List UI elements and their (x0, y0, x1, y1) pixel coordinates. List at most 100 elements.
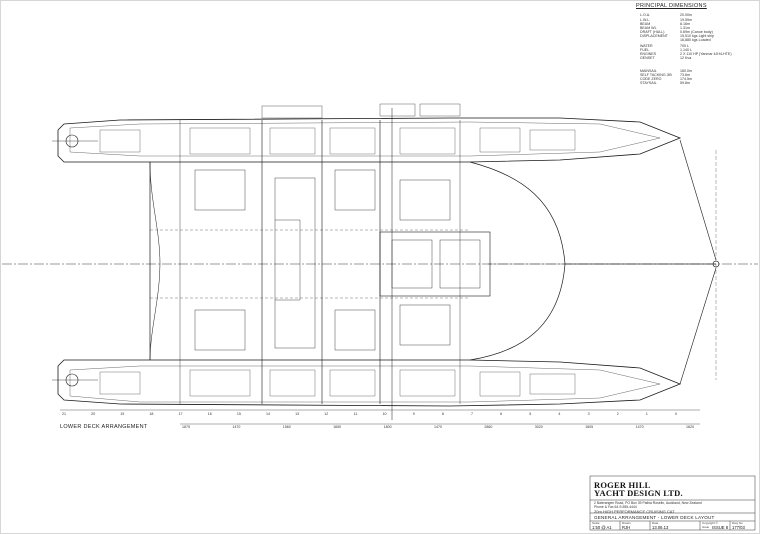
station-number: 15 (236, 412, 241, 416)
spec-value: 0.69m (Canoe body) (680, 30, 713, 34)
spec-key: DRAFT (HULL) (640, 30, 665, 34)
spec-value: 1.31m (680, 26, 690, 30)
station-number: 7 (471, 412, 473, 416)
firm-name-line1: ROGER HILL (594, 480, 651, 490)
station-number: 9 (412, 412, 415, 416)
station-number: 12 (324, 412, 329, 416)
station-number: 8 (441, 412, 444, 416)
dimension-value: 1650 (333, 425, 342, 429)
spec-row: FUEL 1,140 L (640, 48, 755, 53)
spec-value: 20.00m (680, 13, 692, 17)
dimension-value: 1605 (585, 425, 594, 429)
spec-row: CODE ZERO 174.5m (640, 77, 755, 82)
firm-contact: Phone & Fax 64-9-555-4444 (594, 505, 637, 509)
spec-row: MAINSAIL 160.0m (640, 69, 755, 74)
dimension-value: 1620 (686, 425, 694, 429)
dimension-value: 1800 (383, 425, 392, 429)
forward-beam (488, 139, 720, 385)
station-number: 3 (587, 412, 590, 416)
drawn-caption: Drawn (622, 521, 631, 525)
station-number: 19 (120, 412, 125, 416)
spec-value: 174.5m (680, 77, 692, 81)
hull-interior (99, 127, 576, 397)
spec-key: CODE ZERO (640, 77, 662, 81)
spec-value: 2 X 110 HP (Yanmar 4JH4-HTE) (680, 52, 732, 56)
dimension-value: 1470 (232, 425, 241, 429)
dimension-value: 2860 (484, 425, 493, 429)
drawn-value: RJH (622, 525, 631, 530)
spec-row: DISPLACEMENT 15,510 kgs Light ship (640, 34, 755, 39)
spec-key: GENSET (640, 56, 655, 60)
spec-key: STAYSAIL (640, 81, 657, 85)
spec-value: 19.59m (680, 18, 692, 22)
dimension-value: 1470 (434, 425, 442, 429)
spec-row: GENSET 12 Kva (640, 56, 755, 61)
spec-key: BEAM (640, 22, 651, 26)
station-number: 2 (616, 412, 619, 416)
issue-value: ISSUE 8 (712, 525, 729, 530)
spec-value: 12 Kva (680, 56, 692, 60)
spec-value: 8.16m (680, 22, 690, 26)
dimension-value: 3020 (534, 425, 543, 429)
spec-key: L.W.L. (640, 18, 651, 22)
station-number: 5 (529, 412, 532, 416)
spec-row: L.W.L. 19.59m (640, 18, 755, 23)
scale-value: 1:50 @ A1 (592, 525, 612, 530)
spec-row: BEAM 8.16m (640, 22, 755, 27)
station-number: 11 (353, 412, 358, 416)
spec-row: L.O.A. 20.00m (640, 13, 755, 18)
dimension-value: 1875 (182, 425, 190, 429)
issue-caption: Issue (702, 525, 710, 529)
station-number: 16 (207, 412, 212, 416)
station-number: 13 (295, 412, 300, 416)
project-name: 20m HIGH PERFORMANCE CRUISING CAT (594, 509, 675, 514)
firm-name-line2: YACHT DESIGN LTD. (594, 488, 683, 498)
spec-key: L.O.A. (640, 13, 651, 17)
spec-key: BEAM WL (640, 26, 657, 30)
spec-value: 160.0m (680, 69, 692, 73)
dimension-value: 1560 (282, 425, 291, 429)
station-number: 10 (382, 412, 387, 416)
spec-row: SELF TACKING JIB 73.6m (640, 73, 755, 78)
station-number: 4 (558, 412, 561, 416)
station-number: 14 (266, 412, 270, 416)
arrangement-title: LOWER DECK ARRANGEMENT (60, 424, 148, 430)
sheet-title: GENERAL ARRANGEMENT - LOWER DECK LAYOUT (594, 515, 715, 520)
spec-key: DISPLACEMENT (640, 34, 668, 38)
spec-key: SELF TACKING JIB (640, 73, 672, 77)
principal-dimensions-title: PRINCIPAL DIMENSIONS (636, 3, 707, 9)
spec-row: BEAM WL 1.31m (640, 26, 755, 31)
spec-key: FUEL (640, 48, 650, 52)
station-number: 6 (500, 412, 503, 416)
spec-key: WATER (640, 44, 653, 48)
dimension-value: 1470 (635, 425, 644, 429)
station-number: 21 (62, 412, 66, 416)
starboard-hull (52, 359, 682, 407)
spec-row: WATER 700 L (640, 44, 755, 49)
spec-value: 1,140 L (680, 48, 692, 52)
spec-row: ENGINES 2 X 110 HP (Yanmar 4JH4-HTE) (640, 52, 755, 57)
spec-key: MAINSAIL (640, 69, 657, 73)
title-block-frame (589, 475, 756, 531)
station-number: 18 (149, 412, 154, 416)
spec-key: ENGINES (640, 52, 657, 56)
station-number: 20 (91, 412, 96, 416)
drawing-no-caption: Dwg No (732, 521, 743, 525)
spec-value: 15,510 kgs Light ship (680, 34, 714, 38)
spec-value: 700 L (680, 44, 689, 48)
date-caption: Date (652, 521, 659, 525)
spec-row: DRAFT (HULL) 0.69m (Canoe body) (640, 30, 755, 35)
spec-value: 73.6m (680, 73, 690, 77)
firm-address: 2 Balerangen Road, PO Box 39 Paihia Rose… (594, 501, 702, 505)
spec-value: 59.8m (680, 81, 690, 85)
spec-value: 16,880 kgs Loaded (680, 38, 711, 42)
drawing-no-value: 177/03 (732, 525, 745, 530)
station-number: 1 (645, 412, 648, 416)
scale-caption: Scale (592, 521, 600, 525)
port-hull (52, 117, 682, 163)
spec-row: STAYSAIL 59.8m (640, 81, 755, 86)
station-number: 17 (178, 412, 183, 416)
copyright-caption: Copyright © (702, 521, 718, 525)
